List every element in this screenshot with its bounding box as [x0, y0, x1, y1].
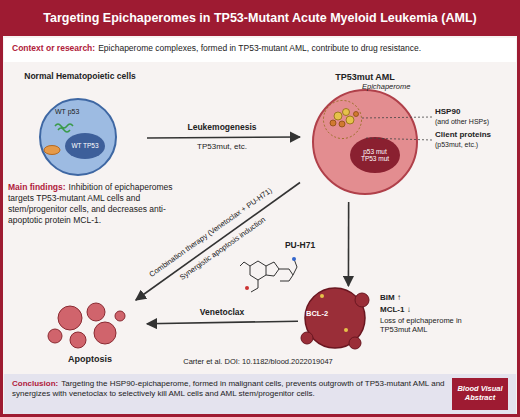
arrow-connector [147, 321, 298, 324]
frame-part [4, 374, 516, 414]
pu-h71-structure-part [292, 257, 296, 261]
aml-cell-part [346, 116, 354, 124]
arrow-connector [348, 202, 350, 286]
findings-block: Main findings:Inhibition of epichaperome… [8, 182, 186, 226]
node-text: TP53mut AML [300, 72, 430, 82]
arrow-connector [136, 183, 300, 301]
aml-cell-part [362, 117, 432, 118]
aml-cell-part [313, 90, 417, 194]
apoptotic-cell [301, 288, 369, 349]
aml-cell-part [354, 112, 359, 117]
journal-logo: Blood Visual Abstract [452, 378, 508, 410]
node-text: Epichaperome [362, 83, 410, 92]
normal-cell-part [65, 133, 105, 159]
aml-cell [313, 90, 432, 194]
pu-h71-structure [240, 257, 297, 292]
node-text: p53 mut [363, 148, 387, 155]
apoptosis-cell: Apoptosis [35, 300, 147, 368]
apoptotic-cell-part [349, 337, 361, 349]
label: HSP90 [435, 107, 460, 116]
normal-cell [40, 99, 116, 175]
label: Main findings: [8, 182, 66, 192]
apoptosis-fragments-part [87, 303, 105, 321]
label: (and other HSPs) [435, 118, 489, 126]
node-text: BCL-2 [306, 310, 328, 319]
node-text: WT p53 [55, 108, 79, 116]
apoptotic-cell-part [355, 293, 369, 307]
node-text: Context or research: [12, 43, 95, 53]
node-text: Blood Visual Abstract [454, 385, 506, 402]
pu-h71-structure-part [250, 261, 266, 280]
node-text: Conclusion: [12, 379, 58, 388]
apoptosis-fragments-part [70, 332, 86, 348]
title: Targeting Epichaperomes in TP53-Mutant A… [0, 0, 520, 36]
label: BIM ↑ [380, 293, 401, 302]
label: Carter et al. DOI: 10.1182/blood.2022019… [183, 358, 333, 367]
node-text: Normal Hematopoietic cells [15, 72, 145, 82]
apoptosis-fragments [48, 303, 125, 348]
aml-cell-part [334, 112, 342, 120]
edge-label: Leukemogenesis [188, 123, 257, 133]
pu-h71-structure-part [240, 262, 258, 292]
conclusion-band: Conclusion:Targeting the HSP90-epichaper… [4, 374, 516, 414]
context-band: Context or research:Epichaperome complex… [4, 38, 516, 62]
normal-cell-part [55, 124, 73, 132]
nucleus: WT TP53 [65, 133, 105, 159]
frame-part [4, 38, 516, 62]
normal-cell-part [44, 146, 60, 155]
node-text: Epichaperome complexes, formed in TP53-m… [98, 43, 421, 53]
node-text: Targeting the HSP90-epichaperome, formed… [12, 379, 445, 398]
node-text: TP53 mut [361, 155, 389, 162]
edge-label: Venetoclax [200, 308, 244, 318]
apoptotic-cell: BCL-2 [298, 286, 372, 350]
label: (p53mut, etc.) [435, 141, 478, 149]
label: Client proteins [435, 130, 491, 139]
pu-h71-structure-part [266, 262, 279, 276]
apoptosis-fragments-part [58, 306, 82, 330]
node-text: WT TP53 [71, 142, 98, 149]
pu-h71-structure-part [279, 269, 293, 281]
apoptotic-cell-part [320, 294, 324, 298]
edge-label: PU-H71 [285, 241, 315, 251]
node-text: Apoptosis [35, 354, 145, 364]
arrow-connector [147, 137, 300, 138]
aml-cell-part [365, 138, 432, 140]
normal-cell-part [40, 99, 116, 175]
aml-cell-part [330, 120, 336, 126]
label: Loss of epichaperome in TP53mut AML [380, 317, 480, 334]
apoptosis-fragments-part [48, 329, 62, 343]
frame-part [0, 0, 520, 36]
label: TP53mut, etc. [197, 142, 247, 151]
aml-cell: TP53mut AMLEpichaperome p53 mutTP53 mut [300, 72, 432, 202]
pu-h71-structure-part [245, 286, 249, 290]
aml-cell-part [339, 121, 345, 127]
normal-cell: Normal Hematopoietic cells WT p53 WT TP53 [15, 72, 147, 182]
aml-cell-part [350, 137, 400, 173]
apoptotic-cell-part [344, 328, 348, 332]
aml-cell-part [343, 109, 350, 116]
apoptosis-fragments-part [94, 322, 116, 344]
nucleus: p53 mutTP53 mut [351, 138, 399, 172]
apoptotic-cell-part [301, 332, 313, 344]
aml-cell-part [323, 100, 361, 138]
apoptosis-fragments-part [115, 311, 125, 321]
pu-h71-structure-part [293, 259, 297, 275]
label: MCL-1 ↓ [380, 305, 411, 314]
